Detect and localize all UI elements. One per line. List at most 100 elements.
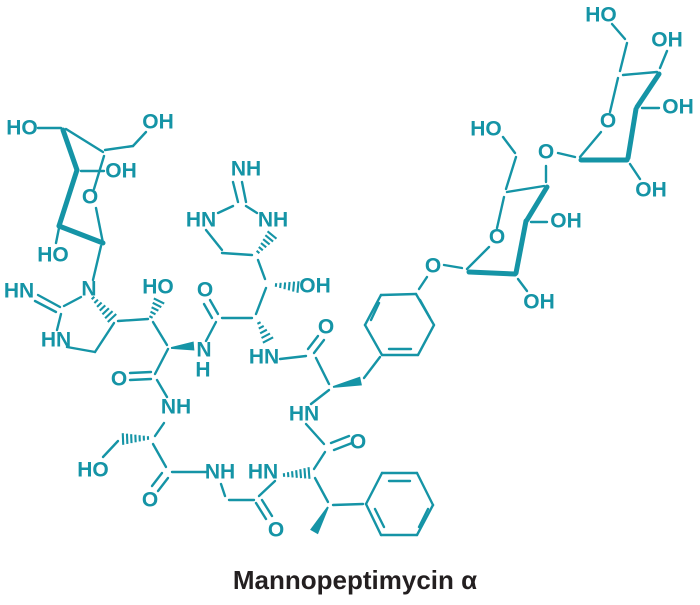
bond: [208, 298, 220, 316]
bond: [240, 180, 248, 204]
bond: [204, 320, 218, 343]
bond: [216, 204, 235, 215]
bold-bond: [625, 106, 639, 161]
bond: [101, 439, 120, 459]
bond: [202, 302, 214, 320]
bond: [278, 354, 308, 361]
atom-label-hn: HN: [186, 209, 216, 232]
atom-label-h: H: [195, 359, 210, 382]
bond: [219, 482, 227, 498]
bond: [312, 338, 326, 355]
bond: [131, 130, 148, 148]
atom-label-ho: HO: [37, 244, 69, 267]
atom-label-o: O: [318, 316, 334, 339]
wedge-bond: [332, 376, 362, 388]
bond: [150, 471, 164, 488]
bond: [151, 320, 169, 347]
bond: [379, 292, 418, 297]
bond: [151, 442, 168, 469]
atom-label-o: O: [538, 141, 554, 164]
bond: [231, 180, 240, 204]
atom-label-hn: HN: [4, 280, 34, 303]
atom-label-o: O: [82, 186, 98, 209]
bond: [93, 321, 116, 354]
bond: [153, 347, 170, 376]
bond: [312, 450, 327, 471]
bond: [257, 479, 277, 498]
bold-bond: [60, 127, 80, 173]
bond: [92, 154, 106, 191]
bond: [442, 263, 464, 270]
bond: [254, 286, 268, 316]
atom-label-nh: NH: [161, 396, 191, 419]
bond: [628, 162, 642, 181]
bond: [373, 507, 386, 529]
bond: [33, 299, 58, 314]
atom-label-oh: OH: [662, 96, 694, 119]
atom-label-oh: OH: [142, 111, 174, 134]
atom-label-n: N: [81, 278, 96, 301]
atom-label-o: O: [197, 279, 213, 302]
atom-label-hn: HN: [289, 403, 319, 426]
bond: [62, 295, 83, 308]
bond: [91, 244, 103, 282]
atom-label-o: O: [425, 255, 441, 278]
atom-label-oh: OH: [550, 210, 582, 233]
bond: [304, 422, 326, 446]
atom-label-o: O: [142, 489, 158, 512]
atom-label-o: O: [489, 226, 505, 249]
hash-bond: [256, 321, 274, 344]
bond: [465, 245, 491, 271]
bond: [621, 70, 659, 77]
atom-label-hn: HN: [249, 346, 279, 369]
atom-label-oh: OH: [523, 291, 555, 314]
bond: [369, 301, 381, 322]
atom-label-o: O: [350, 431, 366, 454]
bond: [504, 155, 518, 191]
atom-label-oh: OH: [105, 160, 137, 183]
bond: [556, 151, 577, 159]
bond: [55, 312, 63, 332]
bond: [256, 258, 267, 281]
atom-label-nh: NH: [258, 209, 288, 232]
bond: [332, 441, 354, 452]
atom-label-ho: HO: [585, 4, 617, 27]
bold-bond: [513, 218, 529, 276]
bond: [36, 293, 62, 309]
bond: [608, 76, 620, 114]
bond: [505, 184, 546, 194]
atom-label-n: N: [196, 339, 211, 362]
bond: [155, 378, 169, 399]
bond: [364, 471, 384, 506]
bond: [244, 204, 259, 215]
atom-label-hn: HN: [248, 461, 278, 484]
bond: [314, 356, 331, 386]
hash-bond: [274, 281, 300, 293]
atom-label-ho: HO: [142, 276, 174, 299]
bold-bond: [56, 223, 106, 246]
atom-label-ho: HO: [6, 117, 38, 140]
hash-bond: [90, 295, 117, 323]
bond: [329, 434, 351, 445]
bond: [128, 370, 153, 375]
bond: [418, 298, 432, 320]
bond: [260, 498, 274, 518]
atom-label-ho: HO: [470, 118, 502, 141]
bond: [306, 334, 320, 351]
atom-label-hn: HN: [41, 329, 71, 352]
atom-label-nh: NH: [231, 158, 261, 181]
atom-label-ho: HO: [77, 459, 109, 482]
bond: [364, 502, 383, 537]
bond: [362, 355, 382, 380]
atom-label-oh: OH: [635, 179, 667, 202]
bond: [610, 22, 627, 41]
bond: [103, 144, 135, 152]
hash-bond: [148, 297, 165, 319]
wedge-bond: [170, 341, 195, 351]
bond: [416, 323, 436, 357]
bond: [128, 377, 153, 382]
bond: [501, 135, 517, 155]
